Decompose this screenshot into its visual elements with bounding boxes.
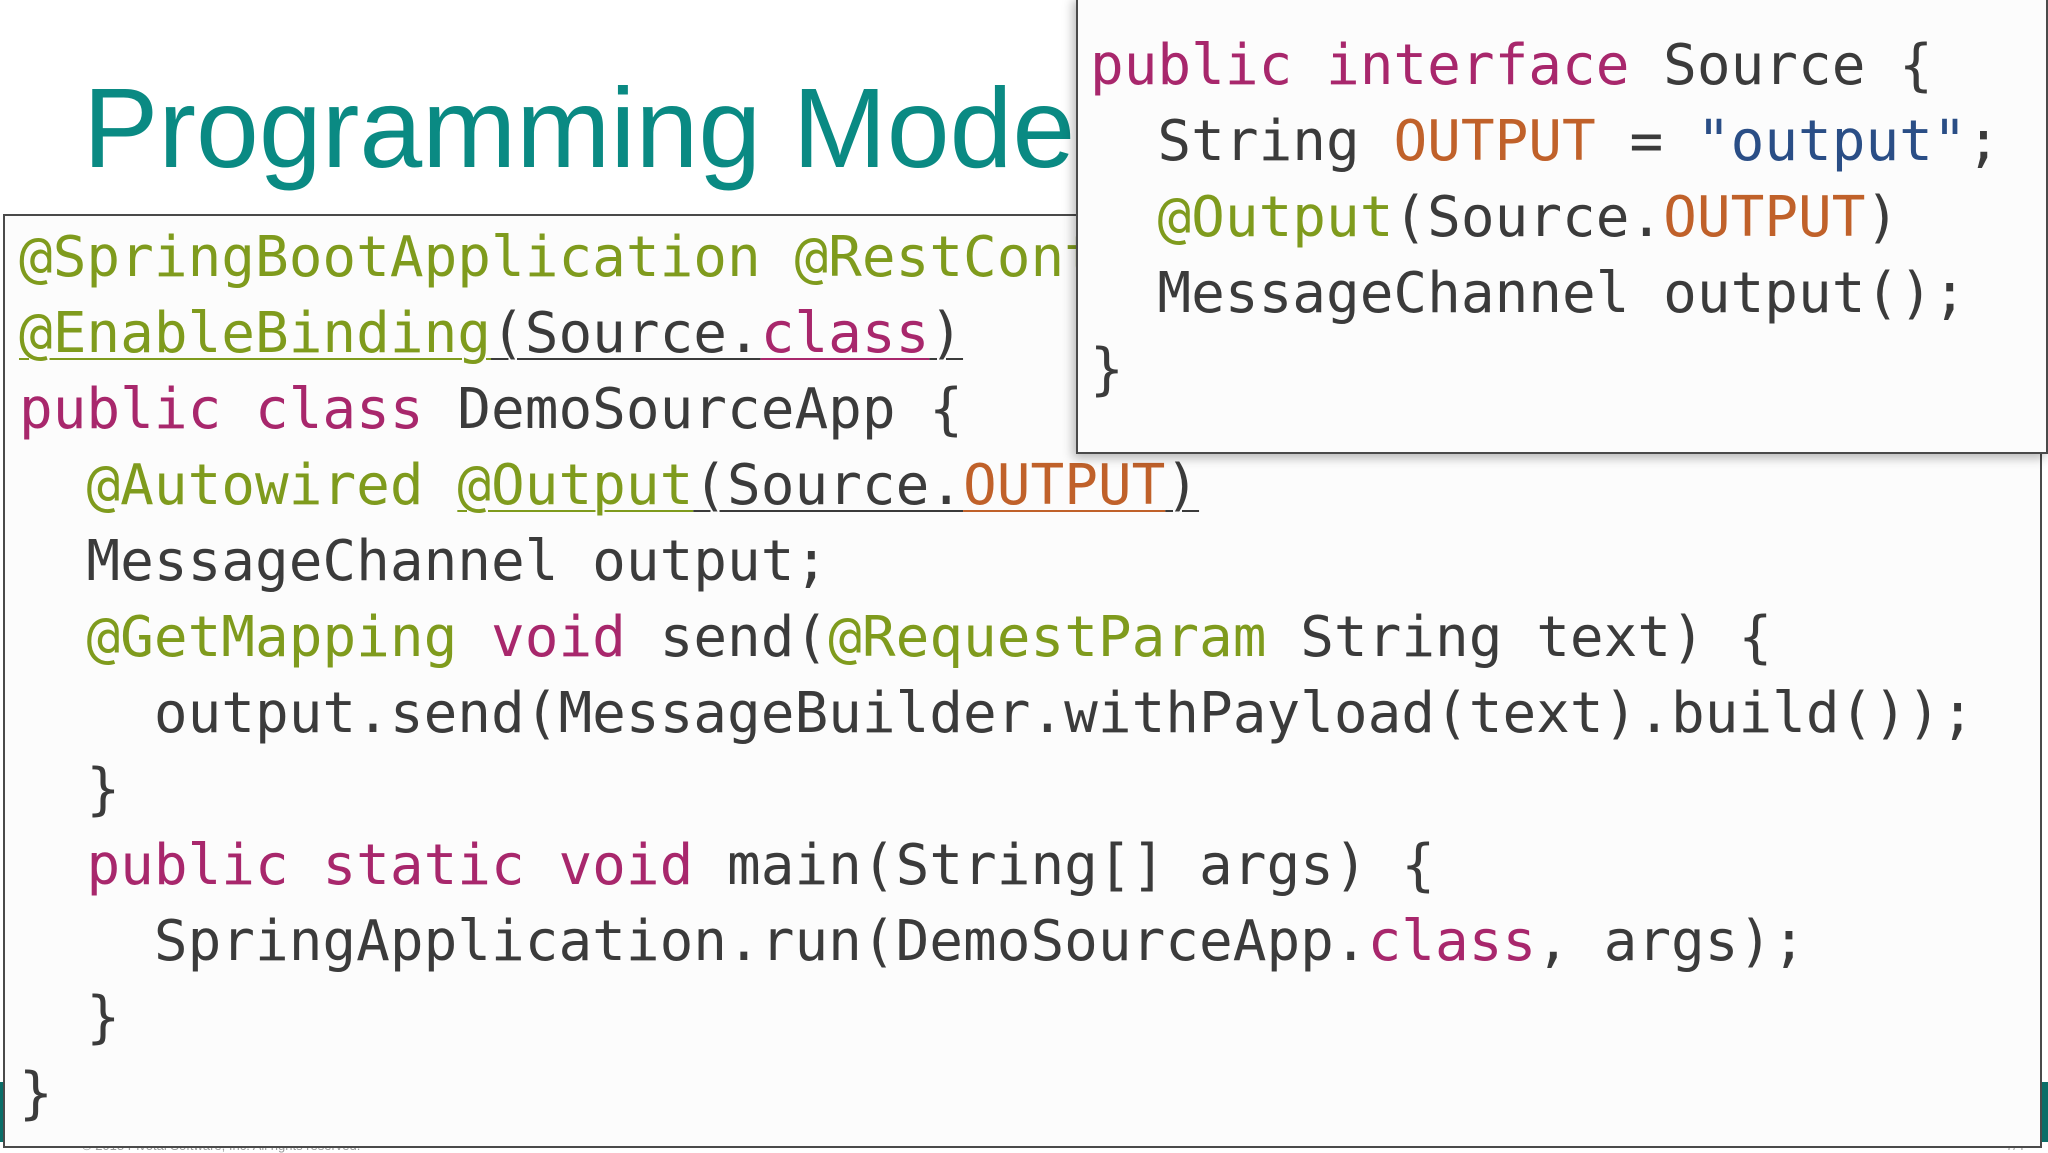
- code-line: }: [19, 1059, 53, 1129]
- code-token: ): [1865, 185, 1900, 250]
- code-token: ): [929, 301, 964, 366]
- code-token: class: [1367, 909, 1537, 974]
- code-token: void: [491, 605, 626, 670]
- code-token: class: [760, 301, 930, 366]
- code-token: public interface: [1090, 33, 1630, 98]
- code-line: String OUTPUT = "output";: [1090, 107, 2000, 177]
- code-line: MessageChannel output();: [1090, 259, 1967, 329]
- code-line: public class DemoSourceApp {: [19, 375, 963, 445]
- code-token: [1090, 185, 1157, 250]
- code-token: @Output: [457, 453, 694, 518]
- code-token: (Source.: [491, 301, 761, 366]
- code-token: String: [1090, 109, 1394, 174]
- code-token: [457, 605, 491, 670]
- code-line: output.send(MessageBuilder.withPayload(t…: [19, 679, 1975, 749]
- code-line: public interface Source {: [1090, 31, 1933, 101]
- code-token: [19, 605, 86, 670]
- code-token: [424, 453, 458, 518]
- code-token: (Source.: [1393, 185, 1664, 250]
- code-line: @EnableBinding(Source.class): [19, 299, 963, 369]
- code-token: ): [1165, 453, 1200, 518]
- code-line: }: [19, 983, 120, 1053]
- slide-title: Programming Model: [83, 65, 1101, 191]
- code-token: MessageChannel output();: [1090, 261, 1967, 326]
- code-token: DemoSourceApp {: [423, 377, 964, 442]
- code-token: @SpringBootApplication: [19, 225, 761, 290]
- code-token: @RequestParam: [828, 605, 1267, 670]
- demo-source-app-code-panel: @SpringBootApplication @RestController@E…: [3, 214, 2042, 1148]
- code-token: OUTPUT: [1663, 185, 1866, 250]
- code-token: OUTPUT: [963, 453, 1166, 518]
- code-token: Source {: [1629, 33, 1933, 98]
- code-token: @EnableBinding: [19, 301, 492, 366]
- code-token: output.send(MessageBuilder.withPayload(t…: [19, 681, 1975, 746]
- code-token: SpringApplication.run(DemoSourceApp.: [19, 909, 1368, 974]
- code-token: MessageChannel output;: [19, 529, 829, 594]
- code-token: }: [19, 985, 121, 1050]
- code-token: public class: [19, 377, 424, 442]
- source-interface-code-panel: public interface Source { String OUTPUT …: [1076, 0, 2048, 454]
- code-token: send(: [625, 605, 829, 670]
- code-token: main(String[] args) {: [693, 833, 1436, 898]
- code-token: @Output: [1157, 185, 1394, 250]
- code-token: }: [19, 1061, 53, 1126]
- code-token: ;: [1966, 109, 2001, 174]
- code-token: , args);: [1536, 909, 1806, 974]
- code-token: =: [1595, 109, 1697, 174]
- code-line: @GetMapping void send(@RequestParam Stri…: [19, 603, 1772, 673]
- code-token: (Source.: [693, 453, 964, 518]
- code-line: SpringApplication.run(DemoSourceApp.clas…: [19, 907, 1806, 977]
- code-token: OUTPUT: [1393, 109, 1596, 174]
- code-line: }: [1090, 335, 1124, 405]
- code-token: String text) {: [1266, 605, 1773, 670]
- code-token: @Autowired: [86, 453, 424, 518]
- code-line: }: [19, 755, 120, 825]
- code-token: "output": [1696, 109, 1967, 174]
- right-accent-bar: [2042, 1082, 2048, 1142]
- code-line: MessageChannel output;: [19, 527, 828, 597]
- code-line: @Output(Source.OUTPUT): [1090, 183, 1899, 253]
- code-token: [19, 833, 86, 898]
- code-token: public static void: [86, 833, 694, 898]
- code-token: }: [19, 757, 121, 822]
- code-token: @GetMapping: [86, 605, 458, 670]
- code-token: }: [1090, 337, 1124, 402]
- code-line: public static void main(String[] args) {: [19, 831, 1435, 901]
- code-token: [761, 225, 795, 290]
- code-line: @Autowired @Output(Source.OUTPUT): [19, 451, 1199, 521]
- code-token: [19, 453, 86, 518]
